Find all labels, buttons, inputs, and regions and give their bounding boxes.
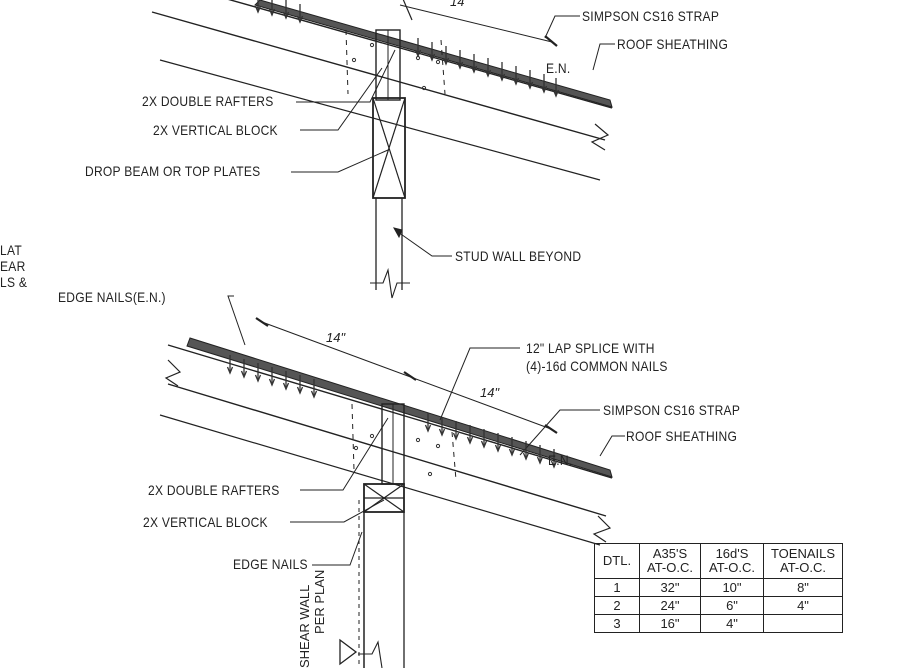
top-rafters-label: 2X DOUBLE RAFTERS bbox=[142, 93, 274, 109]
table-row: 1 32" 10" 8" bbox=[594, 578, 843, 597]
table-cell: 4" bbox=[763, 596, 843, 615]
roof-sheathing-top bbox=[254, 0, 613, 108]
bottom-edge-nails-short-label: EDGE NAILS bbox=[233, 556, 308, 572]
table-cell: 10" bbox=[700, 578, 764, 597]
bottom-lap-splice-line2: (4)-16d COMMON NAILS bbox=[526, 358, 668, 374]
table-cell: 2 bbox=[594, 596, 640, 615]
left-fragment-2: EAR bbox=[0, 258, 26, 274]
detail-top bbox=[151, 0, 615, 299]
drop-beam bbox=[372, 97, 406, 199]
shear-wall-label-1: SHEAR WALL bbox=[297, 584, 312, 668]
shear-wall-label-2: PER PLAN bbox=[312, 569, 327, 634]
top-dim-spacing: 14" bbox=[450, 0, 470, 9]
left-fragment-1: LAT bbox=[0, 242, 22, 258]
table-cell: 24" bbox=[639, 596, 701, 615]
header-dtl: DTL. bbox=[594, 543, 640, 579]
bottom-edge-nails-label: EDGE NAILS(E.N.) bbox=[58, 289, 166, 305]
top-sheathing-label: ROOF SHEATHING bbox=[617, 36, 729, 52]
table-cell: 4" bbox=[700, 614, 764, 633]
table-cell: 1 bbox=[594, 578, 640, 597]
bottom-sheathing-label: ROOF SHEATHING bbox=[626, 428, 738, 444]
top-stud-label: STUD WALL BEYOND bbox=[455, 248, 582, 264]
bottom-strap-label: SIMPSON CS16 STRAP bbox=[603, 402, 741, 418]
bottom-block-label: 2X VERTICAL BLOCK bbox=[143, 514, 268, 530]
top-block-label: 2X VERTICAL BLOCK bbox=[153, 122, 278, 138]
table-cell: 16" bbox=[639, 614, 701, 633]
table-cell: 32" bbox=[639, 578, 701, 597]
bottom-dim-left: 14" bbox=[326, 330, 346, 345]
top-en-label: E.N. bbox=[546, 60, 571, 76]
table-cell: 8" bbox=[763, 578, 843, 597]
top-beam-label: DROP BEAM OR TOP PLATES bbox=[85, 163, 261, 179]
left-fragment-3: LS & bbox=[0, 274, 28, 290]
top-strap-label: SIMPSON CS16 STRAP bbox=[582, 8, 720, 24]
table-cell: 3 bbox=[594, 614, 640, 633]
table-row: 3 16" 4" bbox=[594, 614, 843, 633]
bottom-lap-splice-line1: 12" LAP SPLICE WITH bbox=[526, 340, 655, 356]
bottom-dim-right: 14" bbox=[480, 385, 500, 400]
table-row: 2 24" 6" 4" bbox=[594, 596, 843, 615]
bottom-en-label: E.N. bbox=[548, 452, 573, 468]
bottom-rafters-label: 2X DOUBLE RAFTERS bbox=[148, 482, 280, 498]
table-cell: 6" bbox=[700, 596, 764, 615]
table-cell bbox=[763, 614, 843, 633]
